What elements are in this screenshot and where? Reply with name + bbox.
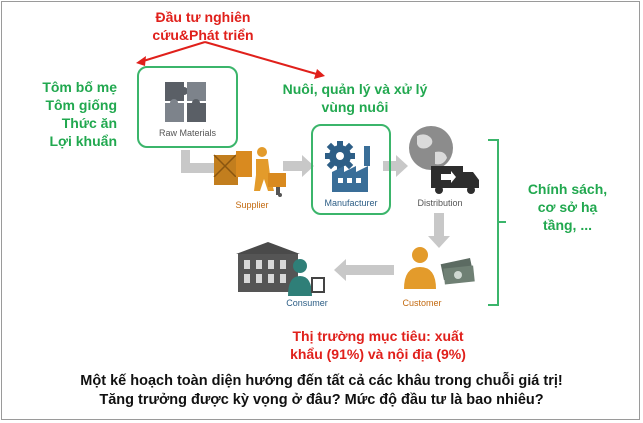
- farming-line-1: Nuôi, quản lý và xử lý: [282, 81, 428, 97]
- market-line-1: Thị trường mục tiêu: xuất: [292, 328, 464, 344]
- factory-gear-icon: [325, 141, 370, 192]
- puzzle-icon: [165, 82, 206, 122]
- diagram-caption: Một kế hoạch toàn diện hướng đến tất cả …: [20, 372, 623, 410]
- flow-arrow-supplier-manufacturer: [283, 155, 314, 177]
- farming-label: Nuôi, quản lý và xử lý vùng nuôi: [260, 80, 450, 116]
- flow-arrow-distribution-customer: [428, 213, 450, 248]
- caption-line-2: Tăng trưởng được kỳ vọng ở đâu? Mức độ đ…: [99, 392, 544, 408]
- input-feed: Thức ăn: [61, 115, 117, 131]
- flow-arrow-manufacturer-distribution: [383, 155, 408, 177]
- supplier-label: Supplier: [235, 200, 269, 210]
- flow-arrow-customer-consumer: [334, 259, 394, 281]
- policy-line-2: cơ sở hạ: [537, 199, 598, 215]
- globe-truck-icon: [409, 126, 479, 194]
- policy-label: Chính sách, cơ sở hạ tầng, ...: [510, 180, 625, 234]
- consumer-label: Consumer: [286, 298, 328, 308]
- policy-line-1: Chính sách,: [527, 181, 608, 197]
- target-market-label: Thị trường mục tiêu: xuất khẩu (91%) và …: [268, 327, 488, 363]
- market-line-2: khẩu (91%) và nội địa (9%): [290, 346, 466, 362]
- rd-arrowhead-right: [314, 69, 325, 79]
- rd-arrowhead-left: [136, 56, 146, 66]
- manufacturer-label: Manufacturer: [324, 198, 378, 208]
- rd-investment-label: Đầu tư nghiên cứu&Phát triển: [128, 8, 278, 44]
- raw-materials-label: Raw Materials: [158, 128, 216, 138]
- customer-label: Customer: [402, 298, 442, 308]
- policy-bracket: [488, 139, 499, 306]
- rd-line-2: cứu&Phát triển: [152, 27, 254, 43]
- input-seed: Tôm giống: [45, 97, 117, 113]
- input-probiotics: Lợi khuẩn: [49, 133, 117, 149]
- supplier-icon: [213, 147, 286, 197]
- manufacturer-box: [311, 124, 391, 215]
- farming-line-2: vùng nuôi: [321, 99, 389, 115]
- input-broodstock: Tôm bố mẹ: [42, 79, 117, 95]
- store-consumer-icon: [236, 242, 325, 296]
- customer-icon: [404, 247, 475, 289]
- rd-line-1: Đầu tư nghiên: [155, 9, 251, 25]
- inputs-label: Tôm bố mẹ Tôm giống Thức ăn Lợi khuẩn: [12, 78, 117, 150]
- rd-arrow-right: [204, 41, 321, 76]
- policy-line-3: tầng, ...: [543, 217, 592, 233]
- distribution-label: Distribution: [417, 198, 463, 208]
- caption-line-1: Một kế hoạch toàn diện hướng đến tất cả …: [80, 373, 563, 389]
- raw-materials-box: [137, 66, 238, 148]
- rd-arrow-left: [139, 41, 206, 63]
